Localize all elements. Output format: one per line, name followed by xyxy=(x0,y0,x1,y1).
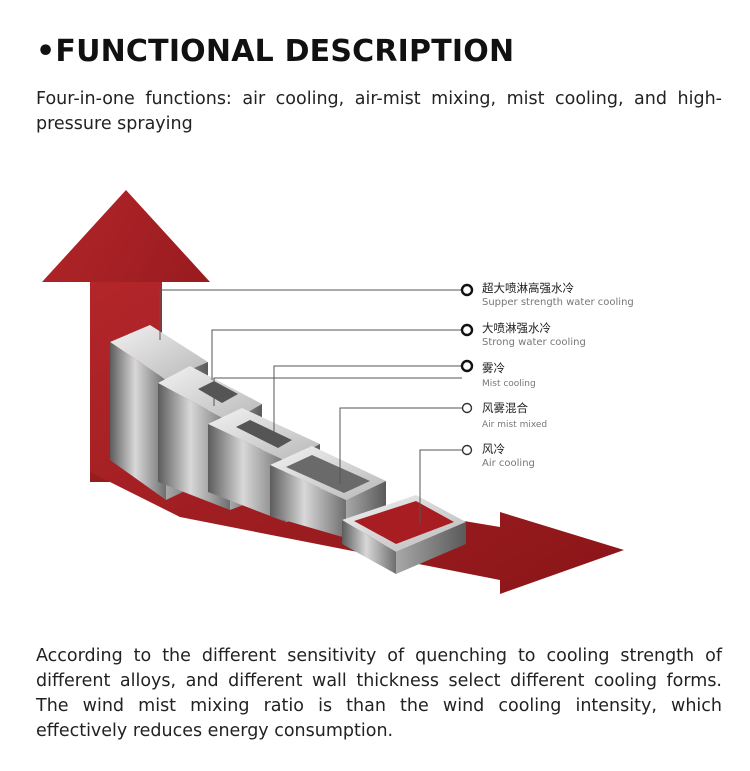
marker-icon xyxy=(461,444,473,456)
label-en-air-mist: Air mist mixed xyxy=(482,420,547,430)
label-en-mist: Mist cooling xyxy=(482,379,536,389)
cooling-diagram-svg: 超大喷淋高强水冷 Supper strength water cooling 大… xyxy=(42,190,634,594)
label-cn-super: 超大喷淋高强水冷 xyxy=(482,281,574,295)
block-air-cooling xyxy=(342,495,466,574)
marker-icon xyxy=(461,402,473,414)
arrow-ground xyxy=(90,282,624,594)
cooling-modes-diagram: 超大喷淋高强水冷 Supper strength water cooling 大… xyxy=(30,182,660,602)
label-cn-mist: 雾冷 xyxy=(482,361,505,375)
marker-icon xyxy=(460,359,474,373)
leader-lines xyxy=(159,289,462,524)
description-paragraph: According to the different sensitivity o… xyxy=(36,646,722,741)
label-cn-air-mist: 风雾混合 xyxy=(482,401,528,415)
label-markers xyxy=(460,283,474,456)
intro-paragraph: Four-in-one functions: air cooling, air-… xyxy=(36,89,722,134)
marker-icon xyxy=(460,283,474,297)
marker-icon xyxy=(460,323,474,337)
title-text: FUNCTIONAL DESCRIPTION xyxy=(55,34,515,69)
label-en-super: Supper strength water cooling xyxy=(482,297,634,308)
label-cn-strong: 大喷淋强水冷 xyxy=(482,321,551,335)
title-bullet: • xyxy=(36,34,56,69)
label-en-strong: Strong water cooling xyxy=(482,337,586,348)
section-title: •FUNCTIONAL DESCRIPTION xyxy=(36,34,514,69)
label-en-air: Air cooling xyxy=(482,458,535,469)
label-cn-air: 风冷 xyxy=(482,442,505,456)
